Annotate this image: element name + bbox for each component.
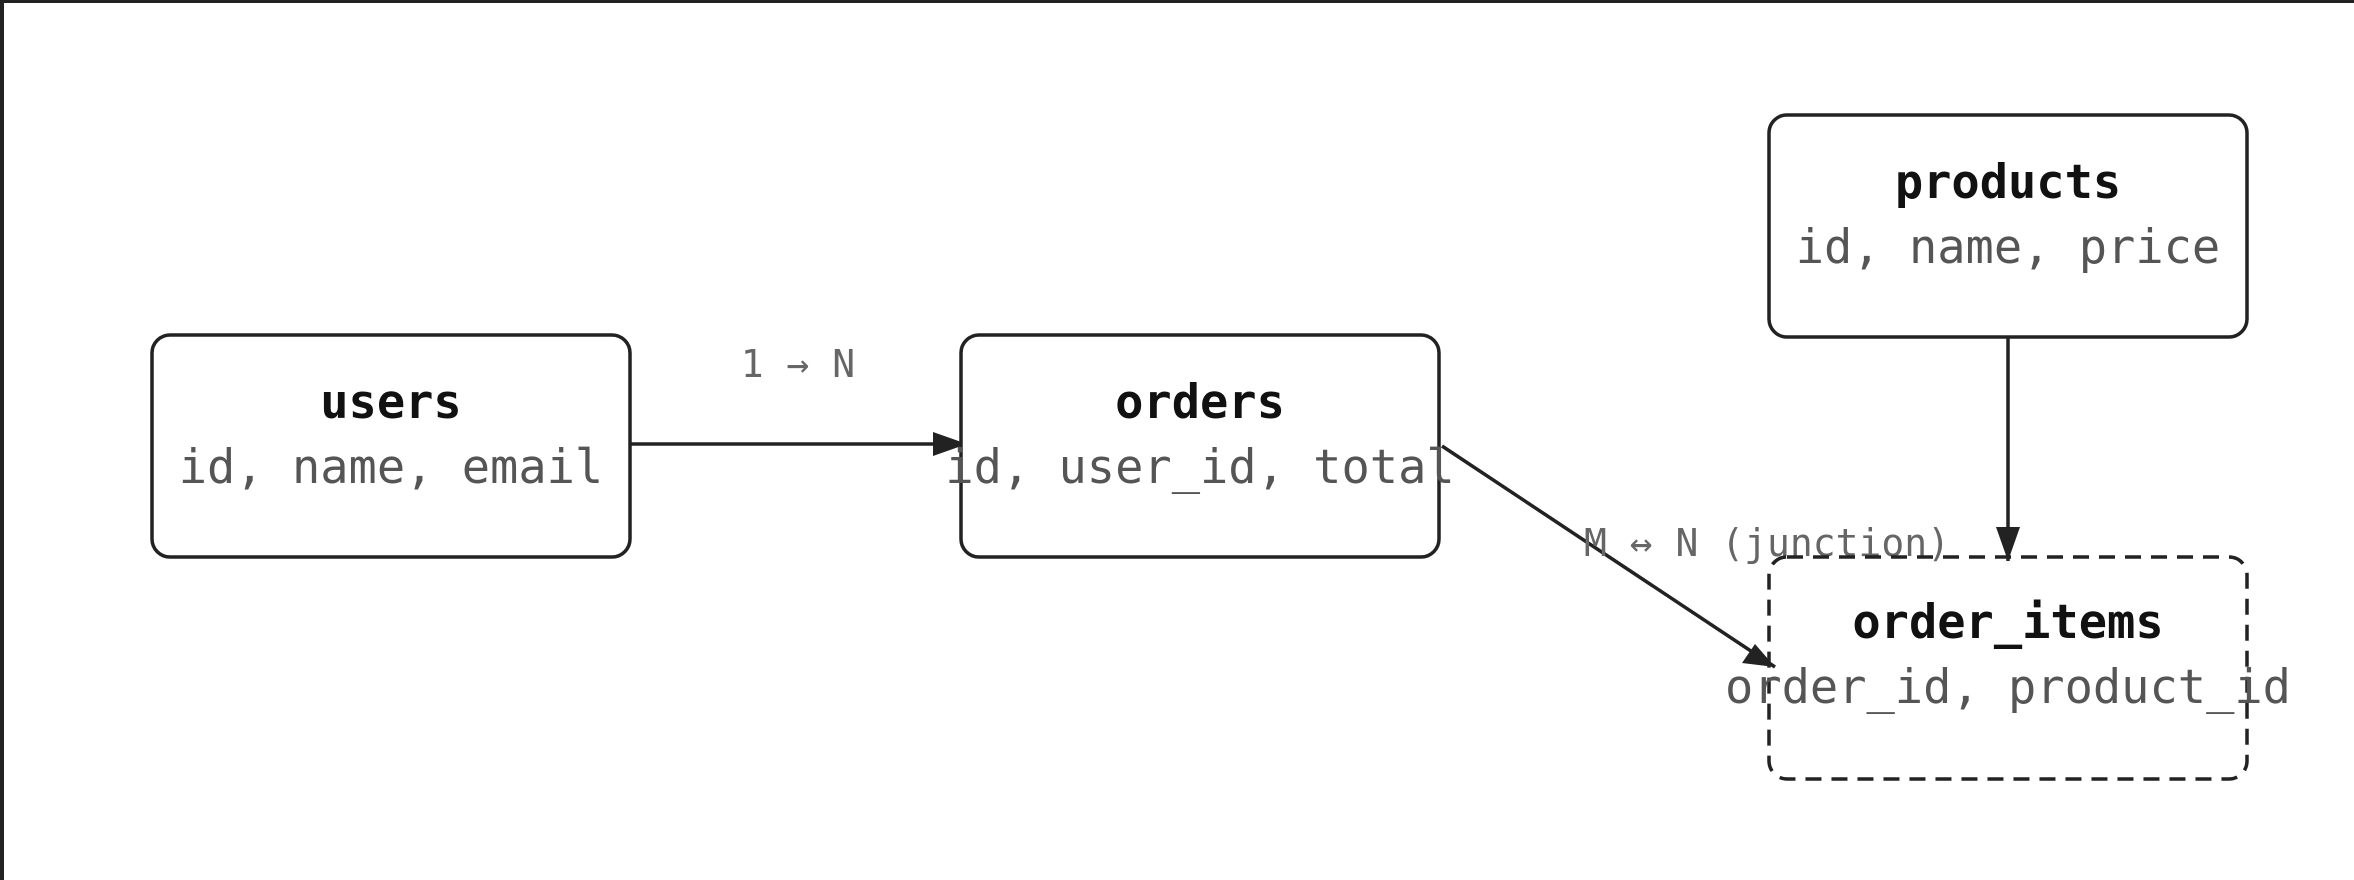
entity-users: users id, name, email — [150, 333, 632, 559]
entity-products-fields: id, name, price — [1796, 220, 2220, 275]
entity-users-title: users — [320, 375, 461, 430]
edge-orders-order-items: M ↔ N (junction) — [1441, 444, 1950, 669]
entity-products-box — [1767, 113, 2249, 339]
entity-order-items: order_items order_id, product_id — [1725, 555, 2291, 781]
entity-products: products id, name, price — [1767, 113, 2249, 339]
edge-orders-order-items-arrowhead — [1742, 644, 1775, 667]
entity-orders-fields: id, user_id, total — [945, 440, 1454, 495]
edge-users-orders-label: 1 → N — [741, 342, 855, 386]
edge-users-orders: 1 → N — [630, 342, 967, 456]
entity-users-fields: id, name, email — [179, 440, 603, 495]
entity-order-items-fields: order_id, product_id — [1725, 660, 2291, 715]
edge-products-order-items-arrowhead — [1996, 527, 2020, 561]
entity-order-items-box — [1767, 555, 2249, 781]
er-diagram: 1 → N M ↔ N (junction) users id, name, e… — [150, 113, 2291, 781]
entity-products-title: products — [1895, 155, 2121, 210]
edge-users-orders-arrowhead — [933, 432, 967, 456]
entity-order-items-title: order_items — [1852, 595, 2163, 650]
edge-products-order-items — [1996, 336, 2020, 561]
edge-orders-order-items-line — [1441, 444, 1776, 669]
entity-orders-title: orders — [1115, 375, 1285, 430]
entity-orders: orders id, user_id, total — [945, 333, 1455, 559]
entity-users-box — [150, 333, 632, 559]
entity-orders-box — [959, 333, 1441, 559]
edge-orders-order-items-label: M ↔ N (junction) — [1584, 521, 1950, 565]
